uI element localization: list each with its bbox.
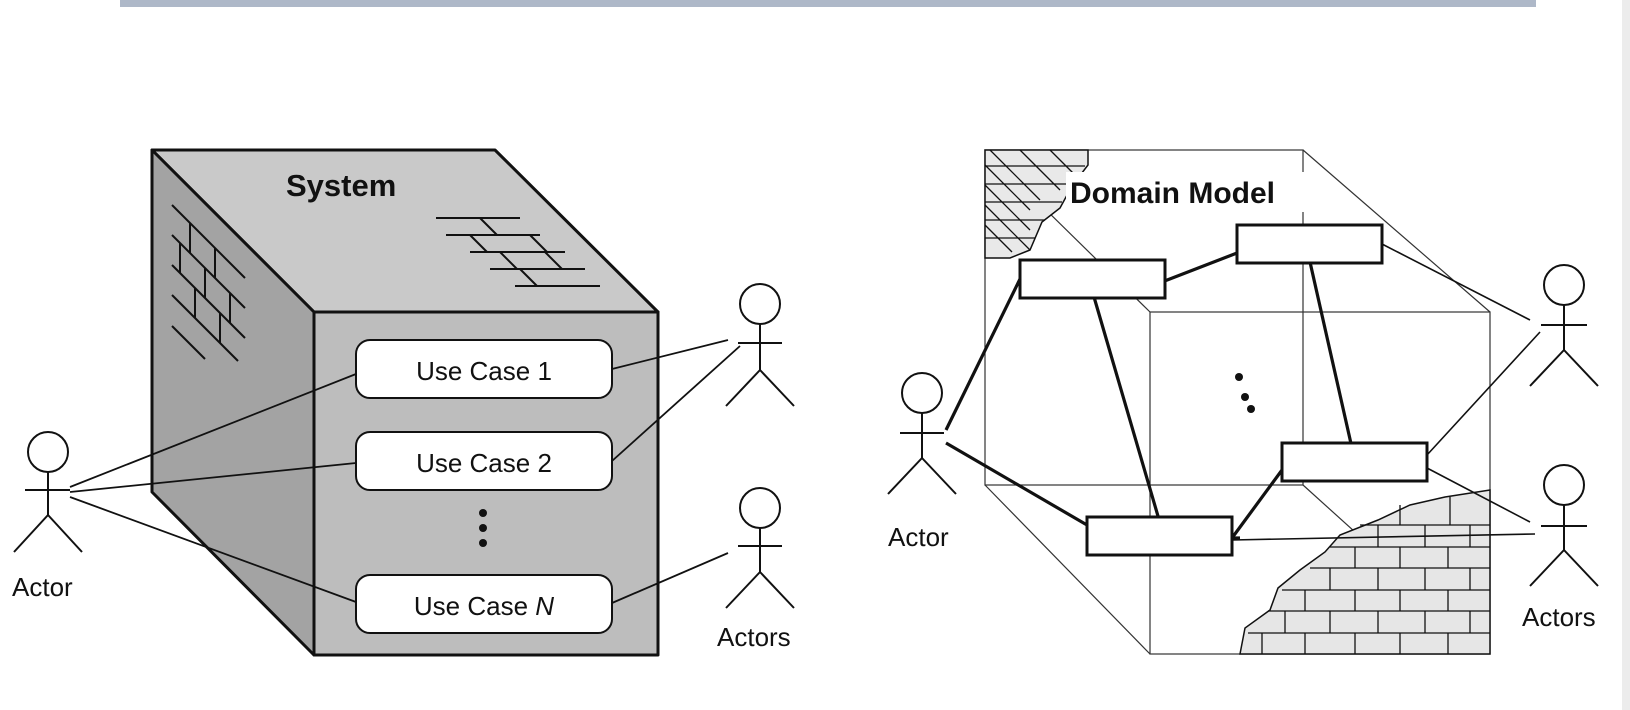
right-actor-top-figure[interactable]	[725, 283, 795, 407]
use-case-1-number: 1	[537, 356, 551, 386]
right-actor-bottom-figure[interactable]	[725, 487, 795, 609]
domain-actors-label: Actors	[1522, 602, 1596, 632]
system-top-bricks	[436, 217, 600, 287]
domain-classes	[1018, 223, 1429, 557]
system-label: System	[286, 168, 396, 203]
domain-model-label: Domain Model	[1070, 177, 1275, 210]
domain-actor-links	[944, 278, 1088, 527]
svg-text:Use Case 2: Use Case 2	[416, 448, 552, 478]
domain-ellipsis	[1235, 373, 1255, 413]
svg-text:Use Case N: Use Case N	[414, 591, 554, 621]
left-actor-label: Actor	[12, 572, 73, 602]
left-actors-label: Actors	[717, 622, 791, 652]
left-actor-associations	[69, 373, 357, 603]
use-case-list: Use Case 1 Use Case 2 Use Case N	[355, 339, 613, 634]
svg-text:Use Case 1: Use Case 1	[416, 356, 552, 386]
domain-right-actor-links	[1231, 243, 1541, 541]
domain-right-actor-top-figure[interactable]	[1529, 264, 1599, 387]
class-box-2[interactable]	[1235, 223, 1384, 265]
left-actor-figure[interactable]	[13, 431, 83, 553]
use-case-1-prefix: Use Case	[416, 356, 537, 386]
class-box-4[interactable]	[1085, 515, 1234, 557]
use-case-n[interactable]: Use Case N	[355, 574, 613, 634]
domain-right-actor-bottom-figure[interactable]	[1529, 464, 1599, 587]
domain-actor-label: Actor	[888, 522, 949, 552]
page-edge	[1622, 0, 1630, 710]
class-associations	[1092, 251, 1354, 540]
domain-wall-bricks	[1239, 489, 1491, 655]
use-case-2-number: 2	[537, 448, 551, 478]
use-case-2-prefix: Use Case	[416, 448, 537, 478]
top-banner	[120, 0, 1536, 7]
use-case-n-letter: N	[535, 591, 554, 621]
use-case-1[interactable]: Use Case 1	[355, 339, 613, 399]
use-case-n-prefix: Use Case	[414, 591, 535, 621]
class-box-3[interactable]	[1280, 441, 1429, 483]
system-side-bricks	[171, 204, 246, 362]
domain-label-backdrop	[1066, 172, 1318, 212]
use-case-2[interactable]: Use Case 2	[355, 431, 613, 491]
class-box-1[interactable]	[1018, 258, 1167, 300]
domain-corner-bricks	[984, 149, 1089, 259]
right-actor-associations	[611, 339, 741, 604]
domain-left-actor-figure[interactable]	[887, 372, 957, 495]
use-case-ellipsis	[479, 509, 487, 547]
